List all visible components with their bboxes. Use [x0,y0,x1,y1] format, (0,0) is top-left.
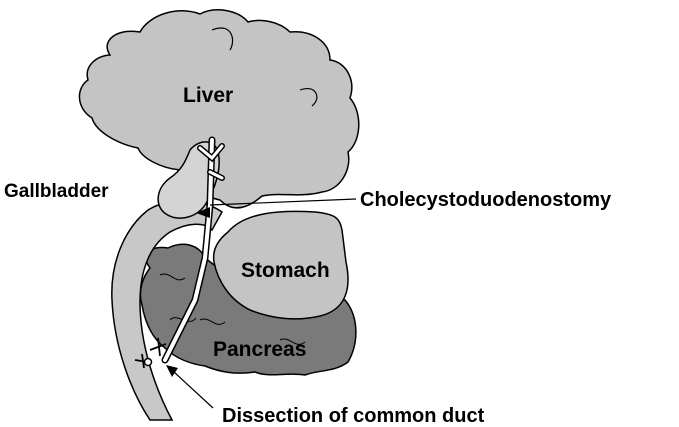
dissection-arrowhead [166,365,178,377]
label-stomach: Stomach [241,259,330,282]
label-cholecystoduodenostomy: Cholecystoduodenostomy [360,189,612,211]
label-gallbladder: Gallbladder [4,181,109,202]
ligature-knot [145,359,152,366]
label-pancreas: Pancreas [213,338,306,361]
label-liver: Liver [183,84,233,107]
label-dissection: Dissection of common duct [222,405,485,427]
dissection-leader [174,372,213,408]
